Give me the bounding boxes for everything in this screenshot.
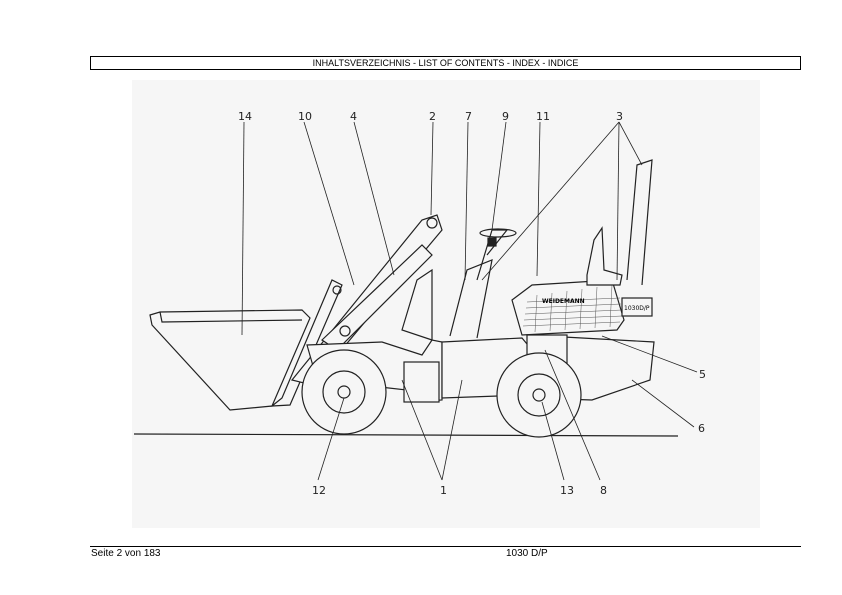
loader-illustration: WEIDEMANN 1030D/P — [133, 110, 706, 497]
steering-knob — [487, 237, 497, 247]
front-wheel — [301, 349, 387, 435]
ground-line — [133, 433, 679, 437]
rear-hub — [532, 388, 546, 402]
callout-labels: 14 10 4 2 7 9 11 3 5 6 8 13 1 12 — [238, 110, 706, 497]
brand-label: WEIDEMANN — [542, 298, 585, 305]
steering-wheel — [479, 228, 517, 238]
callout-12: 12 — [312, 484, 326, 497]
callout-3: 3 — [616, 110, 623, 123]
engine-grille — [522, 284, 623, 333]
callout-4: 4 — [350, 110, 357, 123]
callout-10: 10 — [298, 110, 312, 123]
callout-1: 1 — [440, 484, 447, 497]
model-plate-box — [621, 297, 653, 317]
bucket-linkage — [270, 279, 343, 407]
rear-rim — [517, 373, 561, 417]
bucket-edge — [159, 311, 303, 323]
machine-drawing: WEIDEMANN 1030D/P — [132, 80, 760, 528]
section-title: INHALTSVERZEICHNIS - LIST OF CONTENTS - … — [312, 58, 579, 68]
pivot-pin — [426, 217, 438, 229]
boom-pin — [339, 325, 351, 337]
callout-11: 11 — [536, 110, 550, 123]
bucket — [149, 309, 311, 411]
callout-7: 7 — [465, 110, 472, 123]
callout-13: 13 — [560, 484, 574, 497]
link-pin — [332, 285, 342, 295]
model-number: 1030 D/P — [506, 548, 548, 559]
callout-2: 2 — [429, 110, 436, 123]
front-rim — [322, 370, 366, 414]
rear-wheel — [496, 352, 582, 438]
operator-frame — [449, 259, 493, 339]
model-plate: 1030D/P — [624, 305, 650, 312]
callout-8: 8 — [600, 484, 607, 497]
callout-6: 6 — [698, 422, 705, 435]
section-title-box: INHALTSVERZEICHNIS - LIST OF CONTENTS - … — [90, 56, 801, 70]
page-number: Seite 2 von 183 — [91, 548, 161, 559]
callout-9: 9 — [502, 110, 509, 123]
callout-leaders — [241, 121, 698, 481]
footer-rule — [90, 546, 801, 547]
engine-hood — [511, 279, 625, 336]
callout-14: 14 — [238, 110, 252, 123]
rollbar — [626, 159, 653, 286]
tower — [401, 268, 433, 341]
articulation-joint — [403, 361, 440, 403]
callout-5: 5 — [699, 368, 706, 381]
operator-seat — [586, 226, 623, 286]
